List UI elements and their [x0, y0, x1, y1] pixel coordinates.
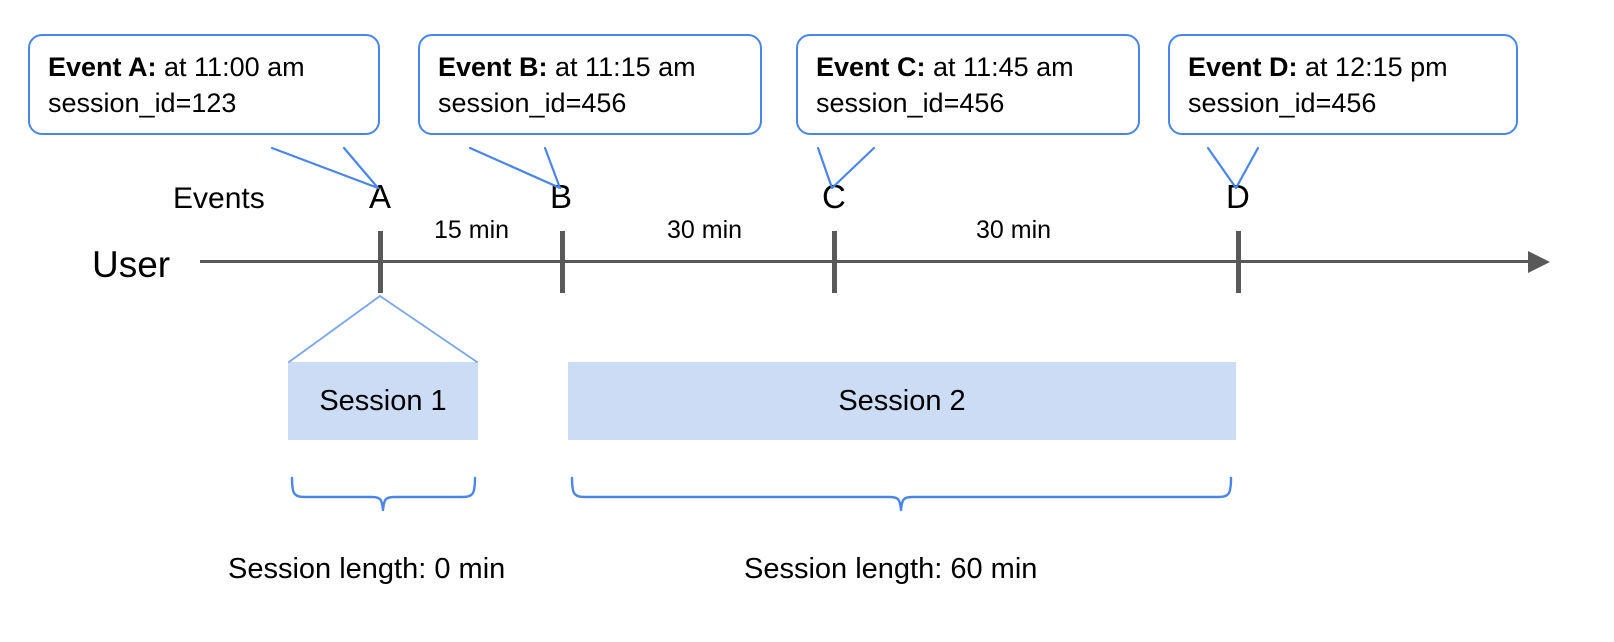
session-bar-1: Session 1 — [288, 362, 478, 440]
session-bar-1-label: Session 1 — [319, 384, 447, 417]
callout-b-tail — [468, 146, 562, 190]
callout-c-line1: Event C: at 11:45 am — [816, 50, 1120, 86]
callout-d-time: at 12:15 pm — [1297, 52, 1448, 82]
callout-d-line1: Event D: at 12:15 pm — [1188, 50, 1498, 86]
event-label-a: A — [369, 178, 392, 215]
session-2-brace — [570, 476, 1233, 512]
callout-c-time: at 11:45 am — [925, 52, 1074, 82]
callout-event-c: Event C: at 11:45 am session_id=456 — [796, 34, 1140, 136]
callout-event-b: Event B: at 11:15 am session_id=456 — [418, 34, 762, 136]
event-tick-c — [832, 231, 837, 293]
session-1-fan-right — [379, 295, 478, 363]
duration-label-b-c: 30 min — [667, 216, 743, 244]
callout-event-d: Event D: at 12:15 pm session_id=456 — [1168, 34, 1518, 136]
session-length-label-2: Session length: 60 min — [744, 553, 1038, 585]
event-label-d: D — [1226, 178, 1250, 215]
callout-event-a: Event A: at 11:00 am session_id=123 — [28, 34, 380, 136]
session-1-brace — [290, 476, 477, 512]
event-label-c: C — [822, 178, 846, 215]
callout-a-session: session_id=123 — [48, 87, 237, 118]
session-length-label-1: Session length: 0 min — [228, 553, 506, 585]
callout-c-session: session_id=456 — [816, 87, 1005, 118]
timeline-arrow-icon — [1528, 250, 1550, 273]
callout-a-tail — [270, 146, 380, 190]
lane-label-user: User — [92, 244, 171, 285]
callout-b-title: Event B: — [438, 52, 548, 82]
timeline-axis — [200, 260, 1530, 263]
event-label-b: B — [550, 178, 573, 215]
session-bar-2-label: Session 2 — [838, 384, 966, 417]
event-tick-a — [378, 231, 383, 293]
duration-label-a-b: 15 min — [434, 216, 510, 244]
callout-d-session: session_id=456 — [1188, 87, 1377, 118]
session-bar-2: Session 2 — [568, 362, 1236, 440]
callout-a-title: Event A: — [48, 52, 157, 82]
callout-c-title: Event C: — [816, 52, 926, 82]
callout-a-time: at 11:00 am — [156, 52, 305, 82]
lane-label-events: Events — [173, 182, 265, 215]
event-tick-b — [560, 231, 565, 293]
session-1-fan-left — [288, 295, 381, 363]
callout-b-time: at 11:15 am — [547, 52, 696, 82]
callout-a-line1: Event A: at 11:00 am — [48, 50, 360, 86]
callout-b-session: session_id=456 — [438, 87, 627, 118]
callout-d-title: Event D: — [1188, 52, 1298, 82]
callout-b-line1: Event B: at 11:15 am — [438, 50, 742, 86]
event-tick-d — [1236, 231, 1241, 293]
duration-label-c-d: 30 min — [976, 216, 1052, 244]
